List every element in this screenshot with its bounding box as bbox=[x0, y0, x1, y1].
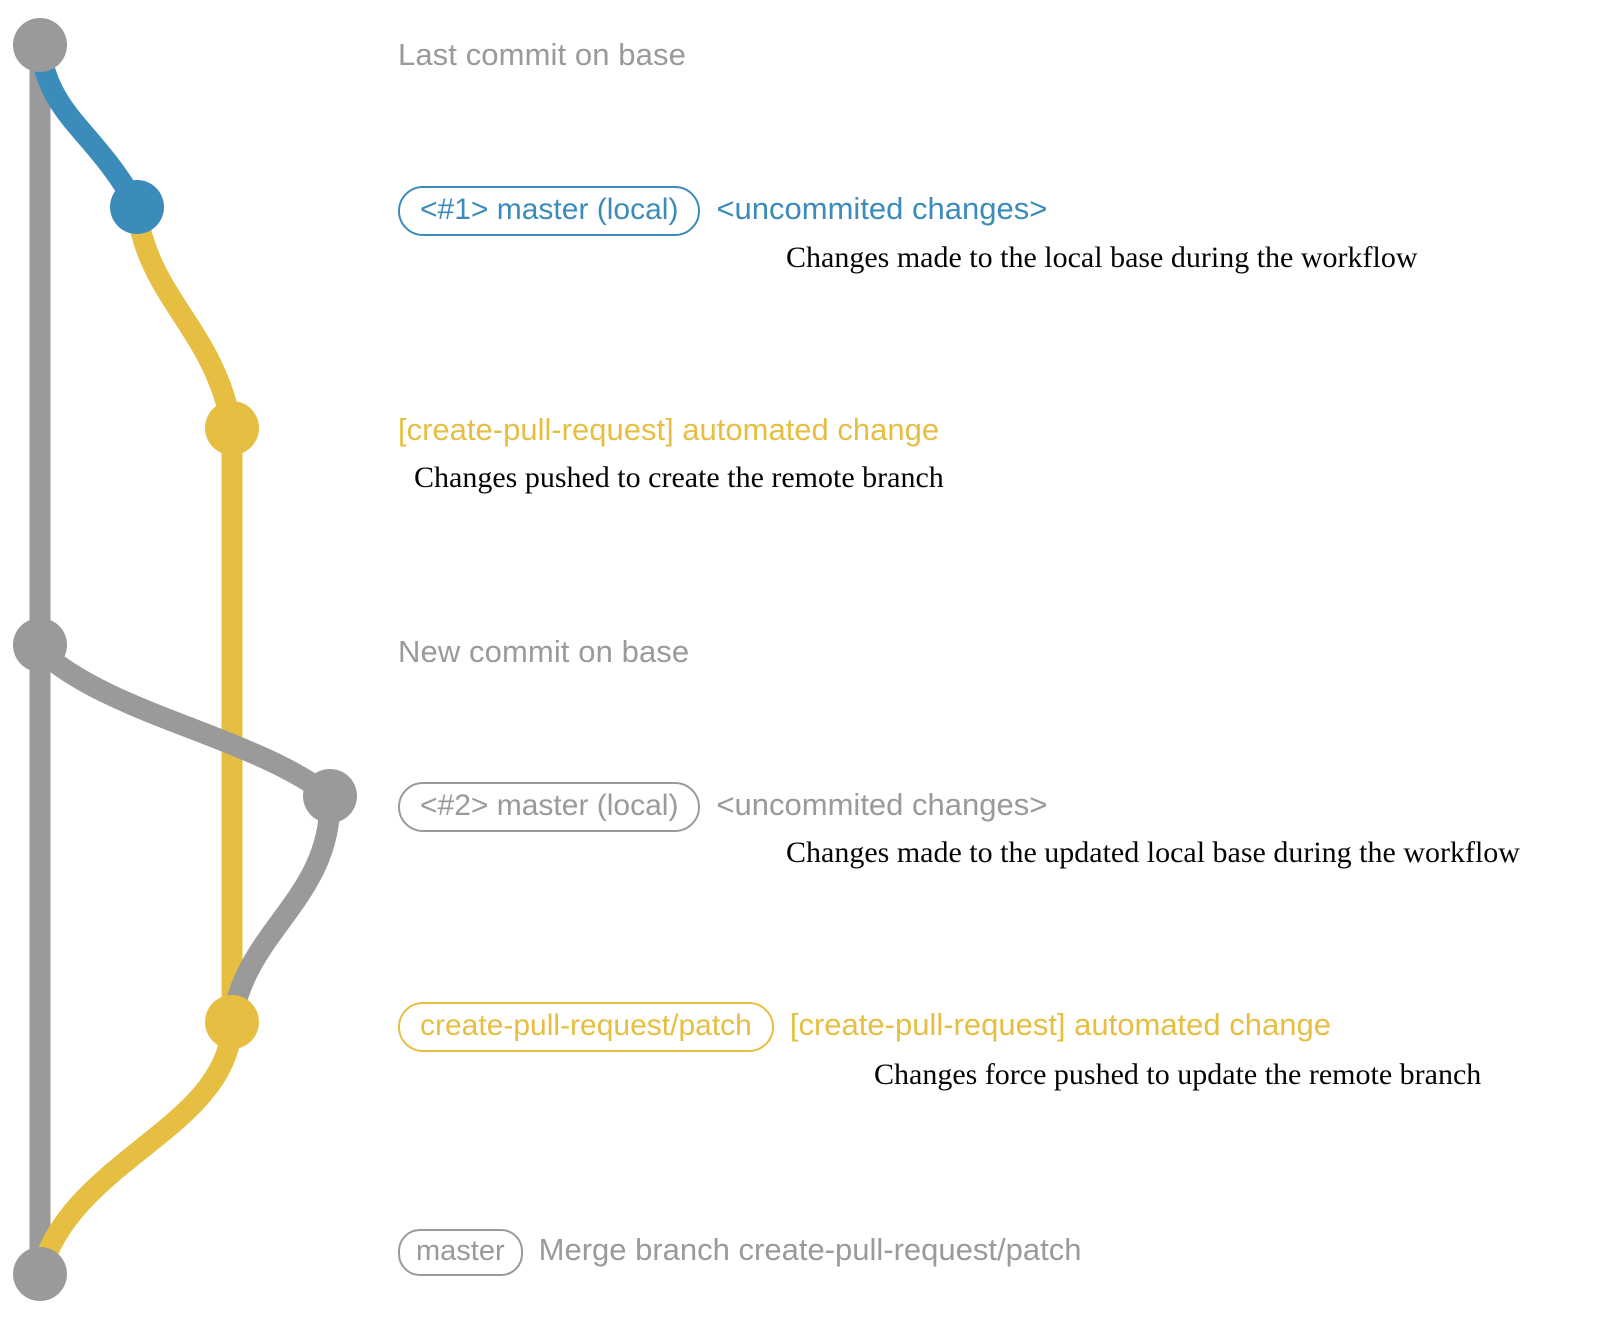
new-commit-on-base-node[interactable] bbox=[13, 618, 67, 672]
row-master-local-2: <#2> master (local) <uncommited changes> bbox=[398, 782, 1047, 832]
row-last-commit-on-base: Last commit on base bbox=[398, 37, 686, 73]
edge-patch2-to-merge bbox=[29, 1016, 243, 1285]
commit-subject-master-local-2: <uncommited changes> bbox=[716, 787, 1048, 822]
last-commit-on-base-label: Last commit on base bbox=[398, 37, 686, 72]
branch-badge-master-local-2[interactable]: <#2> master (local) bbox=[398, 782, 701, 832]
edge-basenew-to-local2 bbox=[29, 639, 341, 807]
master-local-1-node[interactable] bbox=[110, 180, 164, 234]
note-automated-change-1: Changes pushed to create the remote bran… bbox=[414, 461, 944, 494]
edge-local1-to-patch1 bbox=[126, 201, 243, 439]
last-commit-on-base-node[interactable] bbox=[13, 18, 67, 72]
branch-badge-master[interactable]: master bbox=[398, 1229, 523, 1276]
row-new-commit-on-base: New commit on base bbox=[398, 634, 689, 670]
edge-base-to-local1 bbox=[29, 39, 148, 218]
new-commit-on-base-label: New commit on base bbox=[398, 634, 690, 669]
row-automated-change-1: [create-pull-request] automated change bbox=[398, 414, 939, 445]
graph-nodes bbox=[13, 18, 357, 1301]
commit-subject-automated-change-1: [create-pull-request] automated change bbox=[398, 412, 940, 447]
merge-commit-node[interactable] bbox=[13, 1247, 67, 1301]
automated-change-1-node[interactable] bbox=[205, 401, 259, 455]
note-master-local-1: Changes made to the local base during th… bbox=[786, 241, 1418, 274]
row-master-local-1: <#1> master (local) <uncommited changes> bbox=[398, 186, 1047, 236]
row-merge-commit: master Merge branch create-pull-request/… bbox=[398, 1229, 1081, 1276]
commit-subject-master-local-1: <uncommited changes> bbox=[716, 191, 1048, 226]
master-local-2-node[interactable] bbox=[303, 769, 357, 823]
automated-change-2-node[interactable] bbox=[205, 995, 259, 1049]
note-automated-change-2: Changes force pushed to update the remot… bbox=[874, 1058, 1482, 1091]
commit-subject-merge: Merge branch create-pull-request/patch bbox=[538, 1232, 1082, 1267]
branch-badge-create-pull-request-patch[interactable]: create-pull-request/patch bbox=[398, 1002, 774, 1052]
commit-subject-automated-change-2: [create-pull-request] automated change bbox=[789, 1007, 1331, 1042]
edge-local2-to-patch2 bbox=[221, 790, 341, 1033]
note-master-local-2: Changes made to the updated local base d… bbox=[786, 836, 1520, 869]
branch-badge-master-local-1[interactable]: <#1> master (local) bbox=[398, 186, 701, 236]
graph-edges bbox=[29, 34, 341, 1285]
row-automated-change-2: create-pull-request/patch [create-pull-r… bbox=[398, 1002, 1331, 1052]
